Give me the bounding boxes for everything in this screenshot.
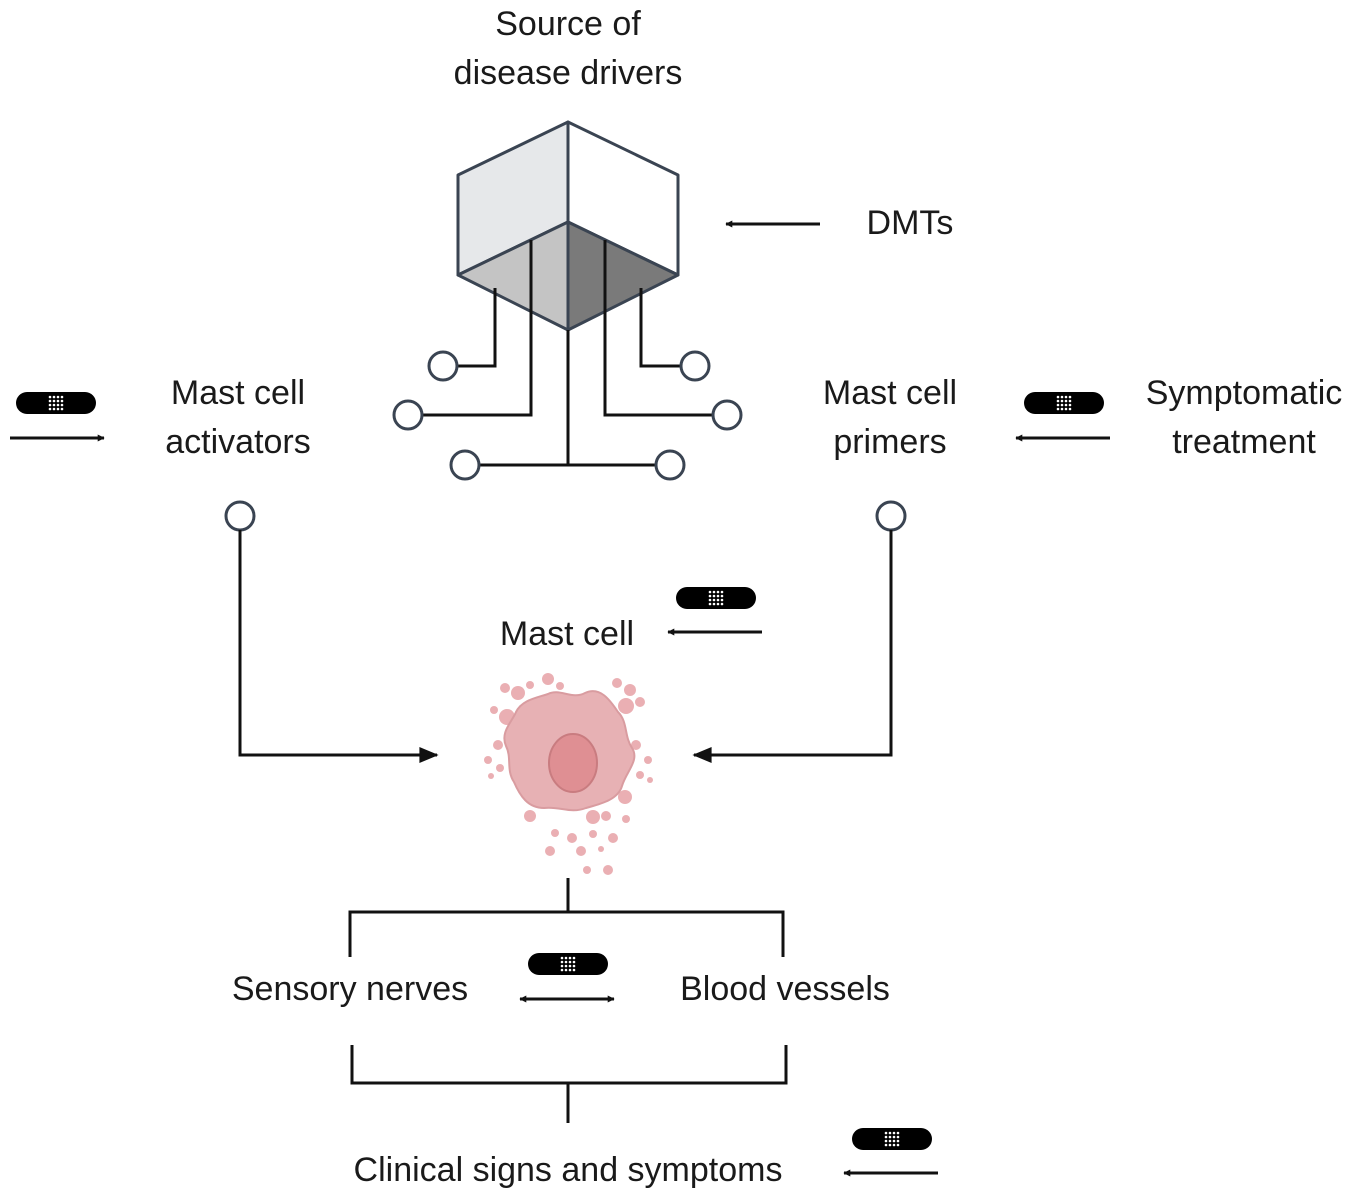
source-title-line1: Source of bbox=[495, 5, 641, 43]
downstream-lines bbox=[348, 878, 788, 1123]
clinical-signs-label: Clinical signs and symptoms bbox=[353, 1151, 783, 1189]
connector-node bbox=[427, 350, 459, 382]
mast-cell-icon bbox=[484, 673, 653, 875]
mast-cell-activators-label: Mast cell activators bbox=[128, 369, 348, 467]
activator-node bbox=[224, 500, 256, 532]
pill-icon bbox=[16, 392, 96, 414]
connector-node bbox=[392, 399, 424, 431]
sensory-nerves-label: Sensory nerves bbox=[231, 970, 469, 1008]
mast-cell-primers-label: Mast cell primers bbox=[780, 369, 1000, 467]
activators-line2: activators bbox=[165, 423, 311, 461]
mast-cell-label: Mast cell bbox=[499, 615, 635, 653]
connector-node bbox=[679, 350, 711, 382]
pill-icon bbox=[528, 953, 608, 975]
connector-nodes bbox=[392, 350, 743, 481]
connector-node bbox=[449, 449, 481, 481]
connector-node bbox=[711, 399, 743, 431]
pill-icon bbox=[676, 587, 756, 609]
connector-node bbox=[654, 449, 686, 481]
primer-path bbox=[692, 500, 907, 763]
source-title: Source of disease drivers bbox=[418, 0, 718, 98]
pill-icon bbox=[852, 1128, 932, 1150]
primers-line2: primers bbox=[833, 423, 947, 461]
source-title-line2: disease drivers bbox=[453, 54, 683, 92]
symptomatic-line1: Symptomatic bbox=[1145, 374, 1343, 412]
activator-path bbox=[224, 500, 439, 763]
cube-icon bbox=[456, 120, 680, 332]
primers-line1: Mast cell bbox=[822, 374, 958, 412]
primer-node bbox=[875, 500, 907, 532]
blood-vessels-label: Blood vessels bbox=[680, 970, 890, 1008]
symptomatic-treatment-label: Symptomatic treatment bbox=[1130, 369, 1358, 467]
dmts-label: DMTs bbox=[866, 204, 954, 242]
pill-icon bbox=[1024, 392, 1104, 414]
activators-line1: Mast cell bbox=[170, 374, 306, 412]
symptomatic-line2: treatment bbox=[1172, 423, 1316, 461]
driver-connectors bbox=[423, 240, 712, 467]
